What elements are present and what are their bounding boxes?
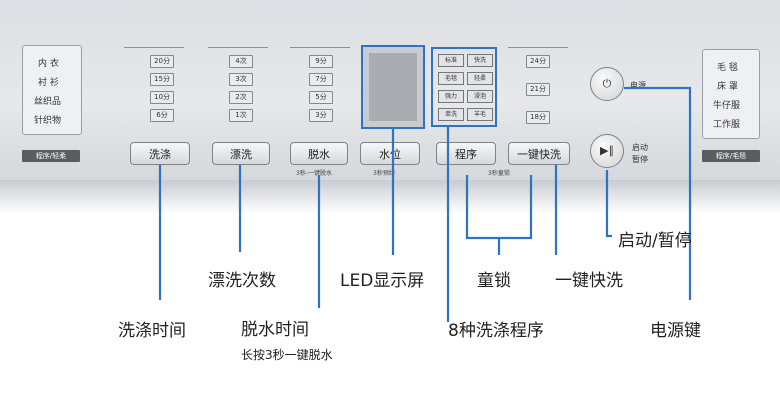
led-display bbox=[361, 45, 425, 129]
left-program-box: 内 衣 衬 衫 丝织品 针织物 bbox=[22, 45, 82, 135]
power-button[interactable]: ⏻ bbox=[590, 67, 624, 101]
play-pause-icon: ▶∥ bbox=[600, 144, 614, 157]
left-program-tag: 程序/轻柔 bbox=[22, 150, 80, 162]
spin-time-indicator: 9分 bbox=[309, 55, 333, 68]
spin-button[interactable]: 脱水 bbox=[290, 142, 348, 165]
right-program-tag: 程序/毛毯 bbox=[702, 150, 760, 162]
spin-button-hint: 3秒-一键脱水 bbox=[296, 170, 332, 177]
callout-line-child-lock bbox=[465, 175, 533, 240]
program-indicator: 浸泡 bbox=[467, 90, 493, 103]
start-label: 启动 bbox=[632, 143, 648, 152]
left-item: 针织物 bbox=[34, 116, 62, 126]
program-indicator: 毛毯 bbox=[438, 72, 464, 85]
callout-led-display: LED显示屏 bbox=[340, 271, 425, 291]
led-screen bbox=[369, 53, 417, 121]
program-indicator: 羊毛 bbox=[467, 108, 493, 121]
right-item: 床 罩 bbox=[717, 82, 738, 92]
callout-spin-hint: 长按3秒一键脱水 bbox=[241, 348, 333, 362]
callout-line-power bbox=[624, 86, 692, 300]
rinse-count-indicator: 3次 bbox=[229, 73, 253, 86]
program-button[interactable]: 程序 bbox=[436, 142, 496, 165]
power-label: 电源 bbox=[630, 81, 646, 90]
rinse-count-indicator: 1次 bbox=[229, 109, 253, 122]
right-item: 毛 毯 bbox=[717, 63, 738, 73]
panel-edge bbox=[0, 180, 780, 214]
column-divider bbox=[508, 47, 568, 52]
quick-wash-indicator: 24分 bbox=[526, 55, 550, 68]
quick-wash-hint: 3秒童锁 bbox=[488, 170, 510, 177]
program-indicator: 轻柔 bbox=[467, 72, 493, 85]
column-divider bbox=[124, 47, 184, 52]
wash-time-indicator: 15分 bbox=[150, 73, 174, 86]
callout-line-start bbox=[605, 170, 612, 238]
pause-label: 暂停 bbox=[632, 155, 648, 164]
rinse-count-indicator: 4次 bbox=[229, 55, 253, 68]
rinse-button[interactable]: 漂洗 bbox=[212, 142, 270, 165]
quick-wash-button[interactable]: 一键快洗 bbox=[508, 142, 570, 165]
program-indicator-group: 标准 快洗 毛毯 轻柔 强力 浸泡 单洗 羊毛 bbox=[431, 47, 497, 127]
power-icon: ⏻ bbox=[602, 77, 612, 90]
spin-time-indicator: 3分 bbox=[309, 109, 333, 122]
program-indicator: 快洗 bbox=[467, 54, 493, 67]
spin-time-indicator: 5分 bbox=[309, 91, 333, 104]
quick-wash-indicator: 21分 bbox=[526, 83, 550, 96]
callout-spin-time: 脱水时间 bbox=[241, 320, 309, 340]
left-item: 丝织品 bbox=[34, 97, 62, 107]
water-level-button[interactable]: 水位 bbox=[360, 142, 420, 165]
rinse-count-indicator: 2次 bbox=[229, 91, 253, 104]
program-indicator: 单洗 bbox=[438, 108, 464, 121]
left-item: 衬 衫 bbox=[38, 78, 59, 88]
callout-power: 电源键 bbox=[650, 321, 701, 341]
wash-button[interactable]: 洗涤 bbox=[130, 142, 190, 165]
quick-wash-indicator: 18分 bbox=[526, 111, 550, 124]
callout-programs: 8种洗涤程序 bbox=[448, 321, 544, 341]
start-pause-button[interactable]: ▶∥ bbox=[590, 134, 624, 168]
callout-child-lock: 童锁 bbox=[477, 271, 511, 291]
spin-time-indicator: 7分 bbox=[309, 73, 333, 86]
callout-rinse-count: 漂洗次数 bbox=[208, 271, 276, 291]
wash-time-indicator: 20分 bbox=[150, 55, 174, 68]
callout-wash-time: 洗涤时间 bbox=[118, 321, 186, 341]
column-divider bbox=[290, 47, 350, 52]
left-item: 内 衣 bbox=[38, 59, 59, 69]
water-level-hint: 3秒预约 bbox=[373, 170, 395, 177]
column-divider bbox=[208, 47, 268, 52]
right-item: 牛仔服 bbox=[713, 101, 741, 111]
program-indicator: 标准 bbox=[438, 54, 464, 67]
right-item: 工作服 bbox=[713, 120, 741, 130]
program-indicator: 强力 bbox=[438, 90, 464, 103]
callout-start-pause: 启动/暂停 bbox=[618, 231, 692, 251]
wash-time-indicator: 6分 bbox=[150, 109, 174, 122]
right-program-box: 毛 毯 床 罩 牛仔服 工作服 bbox=[702, 49, 760, 139]
wash-time-indicator: 10分 bbox=[150, 91, 174, 104]
callout-quick-wash: 一键快洗 bbox=[555, 271, 623, 291]
